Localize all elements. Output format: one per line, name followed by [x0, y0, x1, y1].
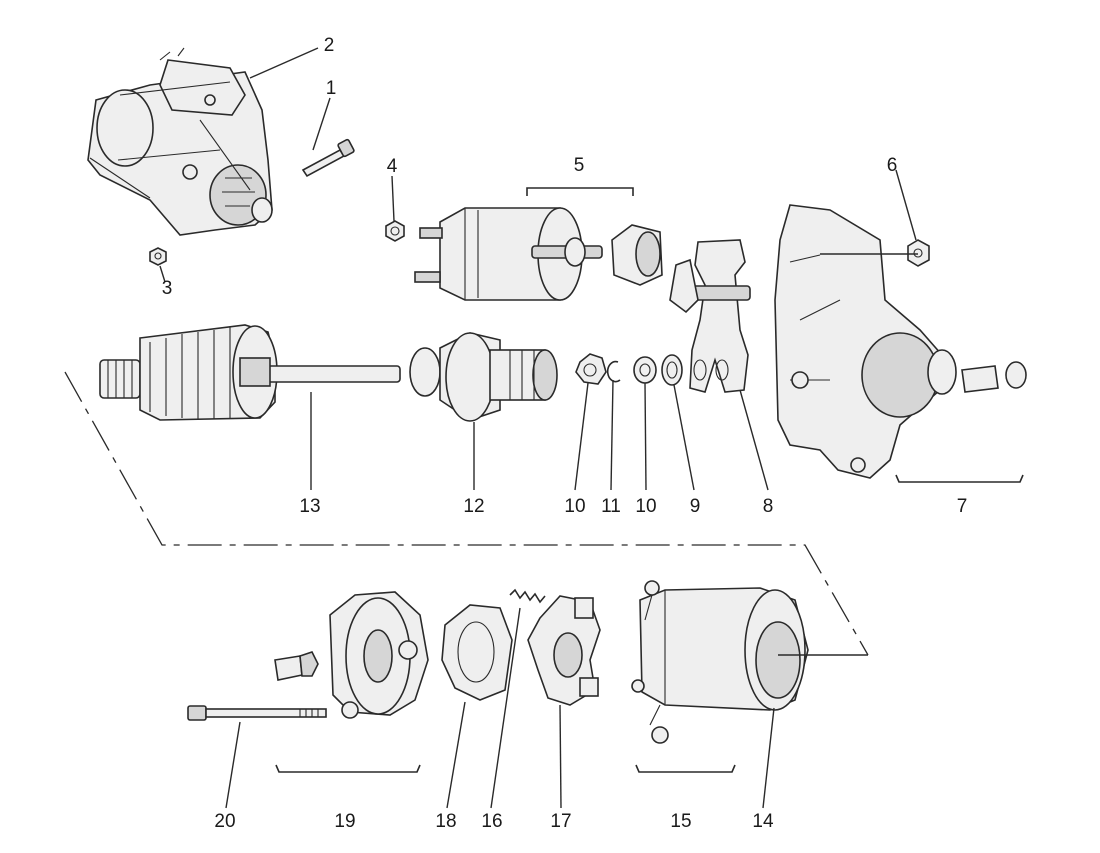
callout-8: 8	[763, 496, 774, 517]
stop-collar-10-right	[633, 356, 657, 384]
bracket-15	[635, 764, 736, 773]
callout-9: 9	[690, 496, 701, 517]
callout-11: 11	[601, 496, 621, 517]
washer-9	[661, 354, 683, 386]
callout-14: 14	[752, 811, 774, 832]
bracket-5	[526, 187, 634, 196]
bolt-1	[301, 138, 355, 178]
callout-1: 1	[326, 78, 337, 99]
solenoid-5	[414, 207, 663, 301]
callout-17: 17	[550, 811, 571, 832]
callout-7: 7	[957, 496, 968, 517]
callout-6: 6	[887, 155, 898, 176]
callout-3: 3	[162, 278, 173, 299]
plate-18	[441, 604, 513, 701]
callout-19: 19	[334, 811, 355, 832]
through-bolt-20	[187, 705, 327, 721]
end-frame-19	[274, 591, 429, 719]
callout-20: 20	[214, 811, 235, 832]
callout-16: 16	[481, 811, 502, 832]
bracket-19	[275, 764, 421, 773]
callout-4: 4	[387, 156, 398, 177]
callout-5: 5	[574, 155, 585, 176]
leader-lines	[159, 47, 918, 809]
drive-housing-7	[774, 204, 1027, 479]
brush-holder-17	[527, 595, 601, 706]
assembly-axis	[64, 371, 869, 656]
stop-collar-10-left	[575, 353, 607, 385]
armature-13	[99, 324, 401, 421]
callout-12: 12	[463, 496, 484, 517]
bracket-7	[895, 474, 1024, 483]
callout-2: 2	[324, 35, 335, 56]
clutch-pinion-12	[409, 332, 558, 422]
brush-spring-16	[509, 588, 546, 604]
callout-10-left: 10	[564, 496, 585, 517]
callout-10-right: 10	[635, 496, 656, 517]
nut-3	[149, 247, 167, 266]
starter-assembly-drawing	[87, 47, 273, 236]
callout-15: 15	[670, 811, 691, 832]
callout-13: 13	[299, 496, 320, 517]
nut-4	[385, 220, 405, 242]
snap-ring-11	[606, 360, 621, 383]
callout-labels: 2 1 3 4 5 6 7 8 9 10 11 10 12 13 14 15 1…	[162, 35, 968, 832]
nut-6	[907, 239, 930, 267]
yoke-14	[631, 580, 809, 744]
callout-18: 18	[435, 811, 456, 832]
shift-lever-8	[669, 239, 751, 393]
